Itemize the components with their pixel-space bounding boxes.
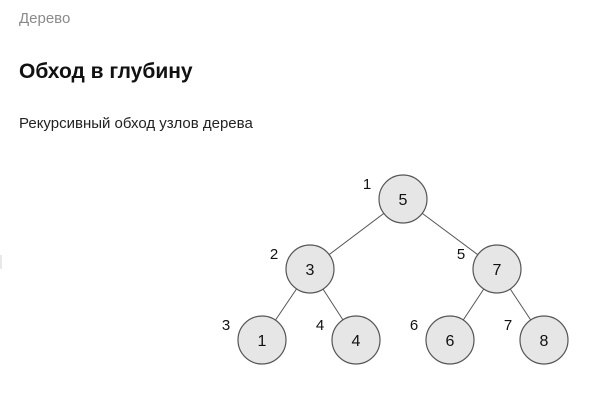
tree-node-circle bbox=[425, 315, 475, 365]
traversal-order-label: 7 bbox=[504, 317, 512, 334]
tree-node: 51 bbox=[363, 174, 428, 224]
tree-node-circle bbox=[237, 315, 287, 365]
tree-node-circle bbox=[378, 174, 428, 224]
tree-node-circle bbox=[472, 244, 522, 294]
tree-node: 13 bbox=[222, 315, 287, 365]
traversal-order-label: 3 bbox=[222, 317, 230, 334]
tree-node-value: 7 bbox=[493, 262, 502, 279]
tree-node: 75 bbox=[457, 244, 522, 294]
tree-node-value: 3 bbox=[306, 262, 315, 279]
tree-node-circle bbox=[285, 244, 335, 294]
left-edge-marker bbox=[0, 255, 2, 269]
tree-node-circle bbox=[331, 315, 381, 365]
tree-node-value: 8 bbox=[540, 333, 549, 350]
tree-node-value: 5 bbox=[399, 192, 408, 209]
page-title: Обход в глубину bbox=[19, 60, 193, 83]
tree-node: 87 bbox=[504, 315, 569, 365]
tree-node-value: 4 bbox=[352, 333, 361, 350]
tree-node: 32 bbox=[270, 244, 335, 294]
page-subtitle: Рекурсивный обход узлов дерева bbox=[19, 115, 253, 132]
tree-node-value: 6 bbox=[446, 333, 455, 350]
traversal-order-label: 2 bbox=[270, 246, 278, 263]
tree-node-value: 1 bbox=[258, 333, 267, 350]
traversal-order-label: 5 bbox=[457, 246, 465, 263]
tree-node-circle bbox=[519, 315, 569, 365]
traversal-order-label: 1 bbox=[363, 176, 371, 193]
traversal-order-label: 6 bbox=[410, 317, 418, 334]
tree-node: 66 bbox=[410, 315, 475, 365]
tree-node: 44 bbox=[316, 315, 381, 365]
traversal-order-label: 4 bbox=[316, 317, 324, 334]
breadcrumb: Дерево bbox=[19, 10, 71, 27]
